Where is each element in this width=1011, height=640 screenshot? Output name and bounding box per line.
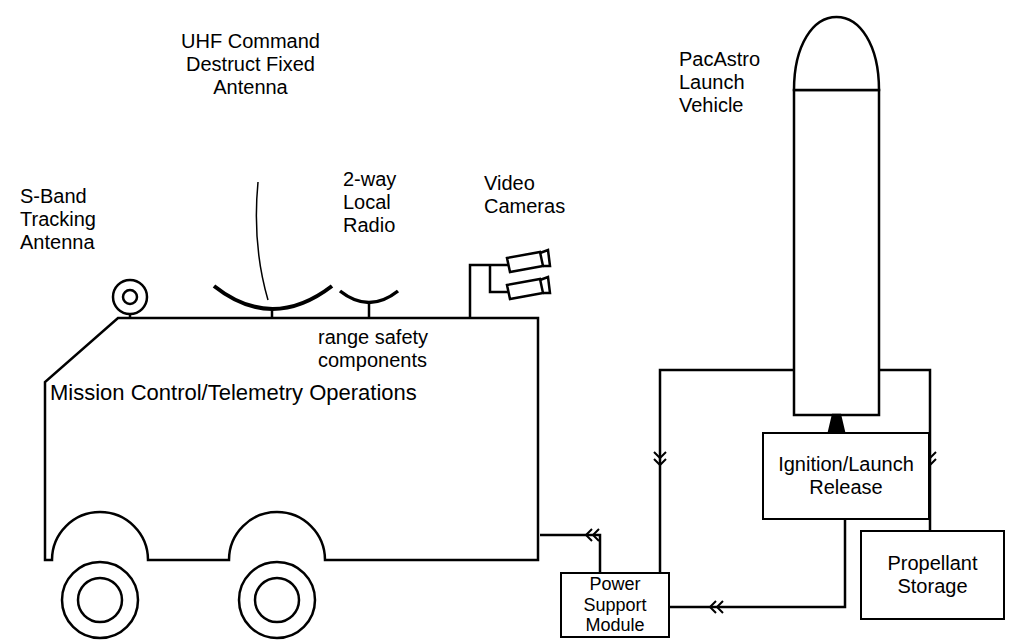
- box-label: Power Support Module: [568, 574, 662, 636]
- node-heading: Mission Control/Telemetry Operations: [50, 380, 520, 405]
- s-band-antenna: [113, 280, 147, 314]
- callout-label: Video Cameras: [484, 172, 584, 218]
- connector-chevron: [654, 452, 666, 465]
- rocket-body: [794, 90, 879, 415]
- launch-vehicle: PacAstro Launch Vehicle: [793, 15, 880, 432]
- process-box: Propellant Storage: [860, 530, 1005, 620]
- rocket-nose: [794, 17, 879, 90]
- uhf-dish: [214, 286, 332, 309]
- node-heading: PacAstro Launch Vehicle: [679, 48, 775, 117]
- video-camera-lens: [540, 250, 550, 266]
- rocket-nozzle: [829, 415, 844, 432]
- process-box: Ignition/Launch Release: [762, 432, 930, 520]
- camera-mount: [470, 265, 508, 318]
- van-hub: [255, 578, 299, 622]
- van-outline: Mission Control/Telemetry Operations: [40, 316, 540, 640]
- van-wheel: [239, 562, 315, 638]
- video-camera: [507, 279, 543, 299]
- process-box: Power Support Module: [560, 572, 670, 638]
- box-label: Propellant Storage: [868, 552, 997, 598]
- connector-chevron: [710, 601, 723, 613]
- video-camera: [507, 252, 543, 272]
- callout-label: UHF Command Destruct Fixed Antenna: [178, 30, 323, 99]
- rocket-body: [793, 15, 880, 432]
- antenna-mast: [368, 303, 371, 318]
- local-radio-dish: [340, 291, 398, 303]
- van-outline: [45, 318, 538, 560]
- callout-label: S-Band Tracking Antenna: [20, 185, 120, 254]
- box-label: Ignition/Launch Release: [770, 453, 922, 499]
- s-band-antenna-core: [123, 290, 137, 304]
- connector-chevron: [586, 529, 599, 541]
- callout-label: 2-way Local Radio: [343, 168, 415, 237]
- antenna-mast: [271, 309, 274, 318]
- van-body: [40, 316, 540, 640]
- callout-label: range safety components: [318, 326, 468, 372]
- video-camera-lens: [540, 277, 550, 293]
- leader-line: [256, 182, 268, 300]
- van-wheel: [62, 562, 138, 638]
- connector-line: [670, 520, 845, 607]
- van-hub: [78, 578, 122, 622]
